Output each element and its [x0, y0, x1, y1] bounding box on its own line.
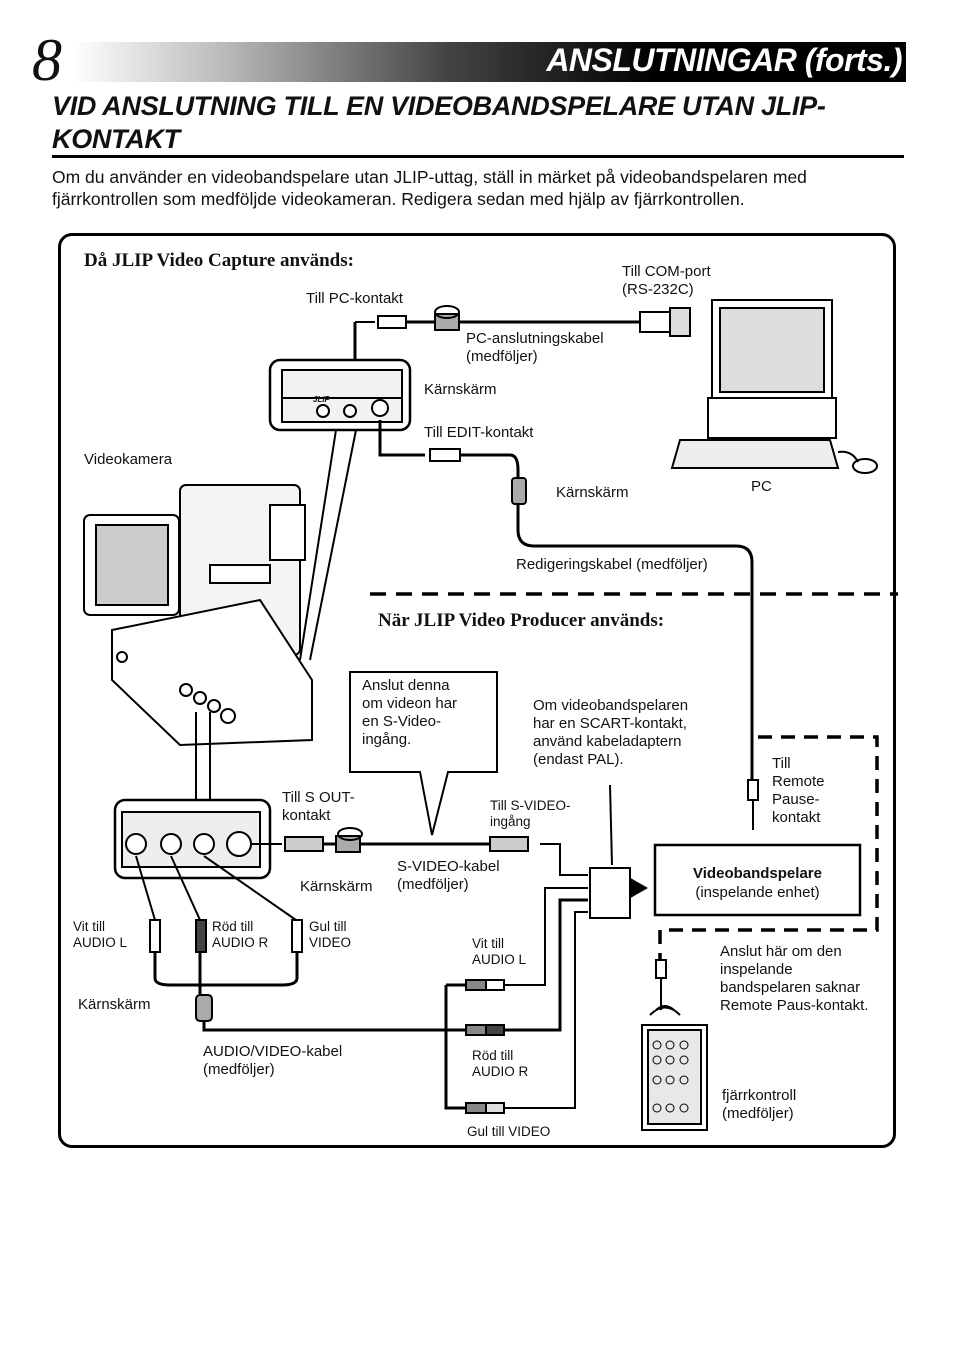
intro-paragraph: Om du använder en videobandspelare utan … — [52, 166, 912, 210]
intro-line-2: fjärrkontrollen som medföljde videokamer… — [52, 189, 745, 209]
page-title: ANSLUTNINGAR (forts.) — [546, 42, 902, 78]
label-jlip-small: JLIP — [313, 395, 330, 404]
label-till-s-out: Till S OUT-kontakt — [282, 789, 355, 824]
section-heading-line-1: VID ANSLUTNING TILL EN VIDEOBANDSPELARE … — [52, 91, 826, 121]
label-karnskarm-2: Kärnskärm — [556, 484, 629, 501]
label-redigeringskabel: Redigeringskabel (medföljer) — [516, 556, 708, 573]
diagram-frame — [58, 233, 896, 1148]
label-till-edit: Till EDIT-kontakt — [424, 424, 534, 441]
label-s-video-kabel: S-VIDEO-kabel(medföljer) — [397, 858, 500, 893]
producer-heading: När JLIP Video Producer används: — [378, 610, 665, 631]
label-karnskarm-1: Kärnskärm — [424, 381, 497, 398]
label-av-kabel: AUDIO/VIDEO-kabel(medföljer) — [203, 1043, 343, 1078]
label-till-s-video: Till S-VIDEO-ingång — [490, 798, 571, 829]
label-pc-kabel: PC-anslutningskabel(medföljer) — [466, 330, 604, 365]
heading-rule — [52, 155, 904, 158]
intro-line-1: Om du använder en videobandspelare utan … — [52, 167, 807, 187]
label-pc: PC — [751, 478, 772, 495]
section-heading: VID ANSLUTNING TILL EN VIDEOBANDSPELARE … — [52, 90, 912, 156]
label-gul-till-video-2: Gul till VIDEO — [467, 1124, 551, 1139]
page-number: 8 — [32, 27, 62, 93]
capture-heading: Då JLIP Video Capture används: — [84, 250, 354, 271]
label-karnskarm-4: Kärnskärm — [78, 996, 151, 1013]
vcr-label: Videobandspelare(inspelande enhet) — [693, 865, 822, 901]
title-banner — [72, 42, 906, 82]
label-karnskarm-3: Kärnskärm — [300, 878, 373, 895]
label-fjarrkontroll: fjärrkontroll(medföljer) — [722, 1087, 797, 1122]
label-till-pc-kontakt: Till PC-kontakt — [306, 290, 403, 307]
section-heading-line-2: KONTAKT — [52, 124, 180, 154]
label-till-com-port: Till COM-port(RS-232C) — [622, 263, 711, 298]
label-videokamera: Videokamera — [84, 451, 173, 468]
